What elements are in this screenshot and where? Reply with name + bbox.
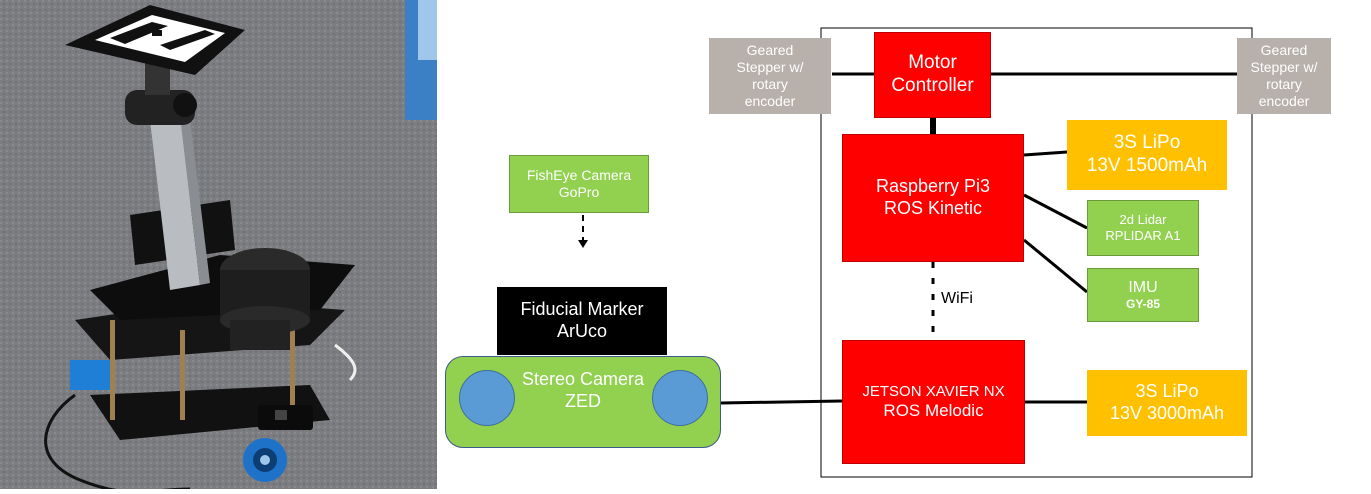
raspberry-pi-box: Raspberry Pi3 ROS Kinetic	[842, 134, 1024, 262]
robot-photo	[0, 0, 437, 494]
system-diagram: Geared Stepper w/ rotary encoder Geared …	[437, 0, 1371, 489]
fisheye-line1: FishEye Camera	[526, 167, 632, 184]
stereo-right-lens-icon	[652, 370, 708, 426]
stereo-left-lens-icon	[459, 370, 515, 426]
lipo-1500-box: 3S LiPo 13V 1500mAh	[1067, 120, 1227, 190]
motor-controller-box: Motor Controller	[874, 32, 991, 118]
lipo-3000-line1: 3S LiPo	[1135, 381, 1199, 402]
wifi-label: WiFi	[941, 290, 973, 307]
stereo-jetson-line	[720, 399, 843, 405]
stepper-left-line2: Stepper w/	[736, 59, 804, 76]
stepper-right-line1: Geared	[1260, 42, 1308, 59]
imu-box: IMU GY-85	[1087, 268, 1199, 322]
raspberry-pi-line1: Raspberry Pi3	[875, 176, 991, 197]
stepper-left-line4: encoder	[744, 92, 796, 109]
lidar-box: 2d Lidar RPLIDAR A1	[1087, 200, 1199, 256]
imu-line2: GY-85	[1125, 297, 1161, 312]
robot-illustration	[0, 0, 437, 494]
jetson-line1: JETSON XAVIER NX	[862, 382, 1005, 400]
motor-controller-line2: Controller	[891, 75, 974, 96]
fisheye-arrow-head	[578, 240, 588, 248]
lipo-3000-line2: 13V 3000mAh	[1109, 403, 1225, 423]
lipo-3000-box: 3S LiPo 13V 3000mAh	[1087, 370, 1247, 436]
stereo-line2: ZED	[565, 390, 601, 411]
motor-controller-line1: Motor	[908, 52, 957, 74]
raspberry-pi-line2: ROS Kinetic	[883, 198, 983, 218]
lipo-1500-line2: 13V 1500mAh	[1086, 155, 1208, 176]
fiducial-marker-box: Fiducial Marker ArUco	[497, 287, 667, 355]
rpi-lidar-line	[1023, 193, 1088, 230]
lidar-line2: RPLIDAR A1	[1105, 228, 1181, 243]
jetson-line2: ROS Melodic	[883, 400, 984, 420]
fisheye-line2: GoPro	[558, 184, 600, 200]
fiducial-line2: ArUco	[556, 321, 607, 341]
jetson-box: JETSON XAVIER NX ROS Melodic	[842, 340, 1025, 464]
robot-enclosure-frame	[820, 27, 1253, 478]
stepper-left-line3: rotary	[752, 76, 788, 92]
stepper-right-line3: rotary	[1266, 76, 1302, 92]
stepper-right-line4: encoder	[1258, 92, 1310, 109]
lidar-line1: 2d Lidar	[1119, 212, 1167, 228]
stepper-right-box: Geared Stepper w/ rotary encoder	[1237, 38, 1331, 114]
rpi-imu-line	[1023, 238, 1088, 294]
lipo-1500-line1: 3S LiPo	[1113, 132, 1181, 154]
imu-line1: IMU	[1128, 279, 1158, 297]
fiducial-line1: Fiducial Marker	[520, 299, 644, 320]
rpi-lipo-line	[1023, 150, 1068, 157]
fisheye-camera-box: FishEye Camera GoPro	[509, 155, 649, 213]
stereo-line1: Stereo Camera	[521, 369, 645, 389]
stepper-right-line2: Stepper w/	[1250, 59, 1318, 76]
stepper-left-line1: Geared	[746, 42, 794, 59]
stepper-left-box: Geared Stepper w/ rotary encoder	[709, 38, 831, 114]
